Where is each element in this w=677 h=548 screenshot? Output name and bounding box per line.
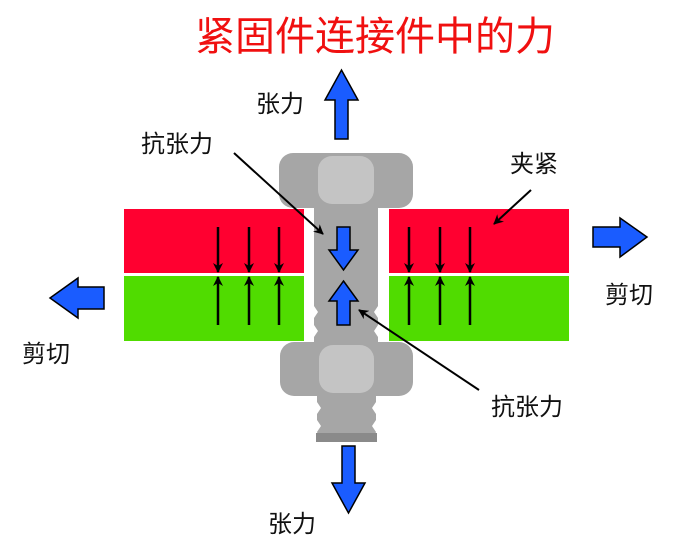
callout-arrow-resist-top bbox=[233, 152, 324, 235]
clamp-arrows-left bbox=[213, 227, 284, 325]
tension-label-top: 张力 bbox=[256, 90, 304, 118]
callout-arrow-resist-bottom bbox=[358, 309, 480, 391]
callout-arrow-clamping bbox=[493, 189, 532, 225]
bolt-head-face bbox=[318, 156, 374, 204]
internal-arrow-down-icon bbox=[327, 226, 360, 272]
upper-plate-left bbox=[124, 209, 304, 273]
tension-label-bottom: 张力 bbox=[268, 510, 316, 538]
shear-label-right: 剪切 bbox=[605, 281, 653, 309]
resist-tension-label-bottom: 抗张力 bbox=[491, 393, 563, 421]
shear-arrow-right-icon bbox=[592, 216, 649, 259]
internal-arrow-up-icon bbox=[327, 279, 360, 326]
tension-arrow-up-icon bbox=[323, 68, 360, 140]
diagram-title: 紧固件连接件中的力 bbox=[195, 14, 555, 60]
resist-tension-label-top: 抗张力 bbox=[141, 130, 213, 158]
shear-arrow-left-icon bbox=[48, 276, 105, 320]
shear-label-left: 剪切 bbox=[22, 340, 70, 368]
lower-plate-left bbox=[124, 276, 304, 341]
lower-plate-right bbox=[389, 276, 569, 341]
bolt-tail-thread bbox=[317, 396, 376, 437]
nut-face bbox=[319, 345, 374, 393]
clamping-label: 夹紧 bbox=[510, 150, 558, 178]
upper-plate-right bbox=[389, 209, 569, 273]
clamp-arrows-right bbox=[404, 227, 475, 325]
bolt-tip bbox=[316, 433, 377, 442]
tension-arrow-down-icon bbox=[330, 445, 367, 515]
